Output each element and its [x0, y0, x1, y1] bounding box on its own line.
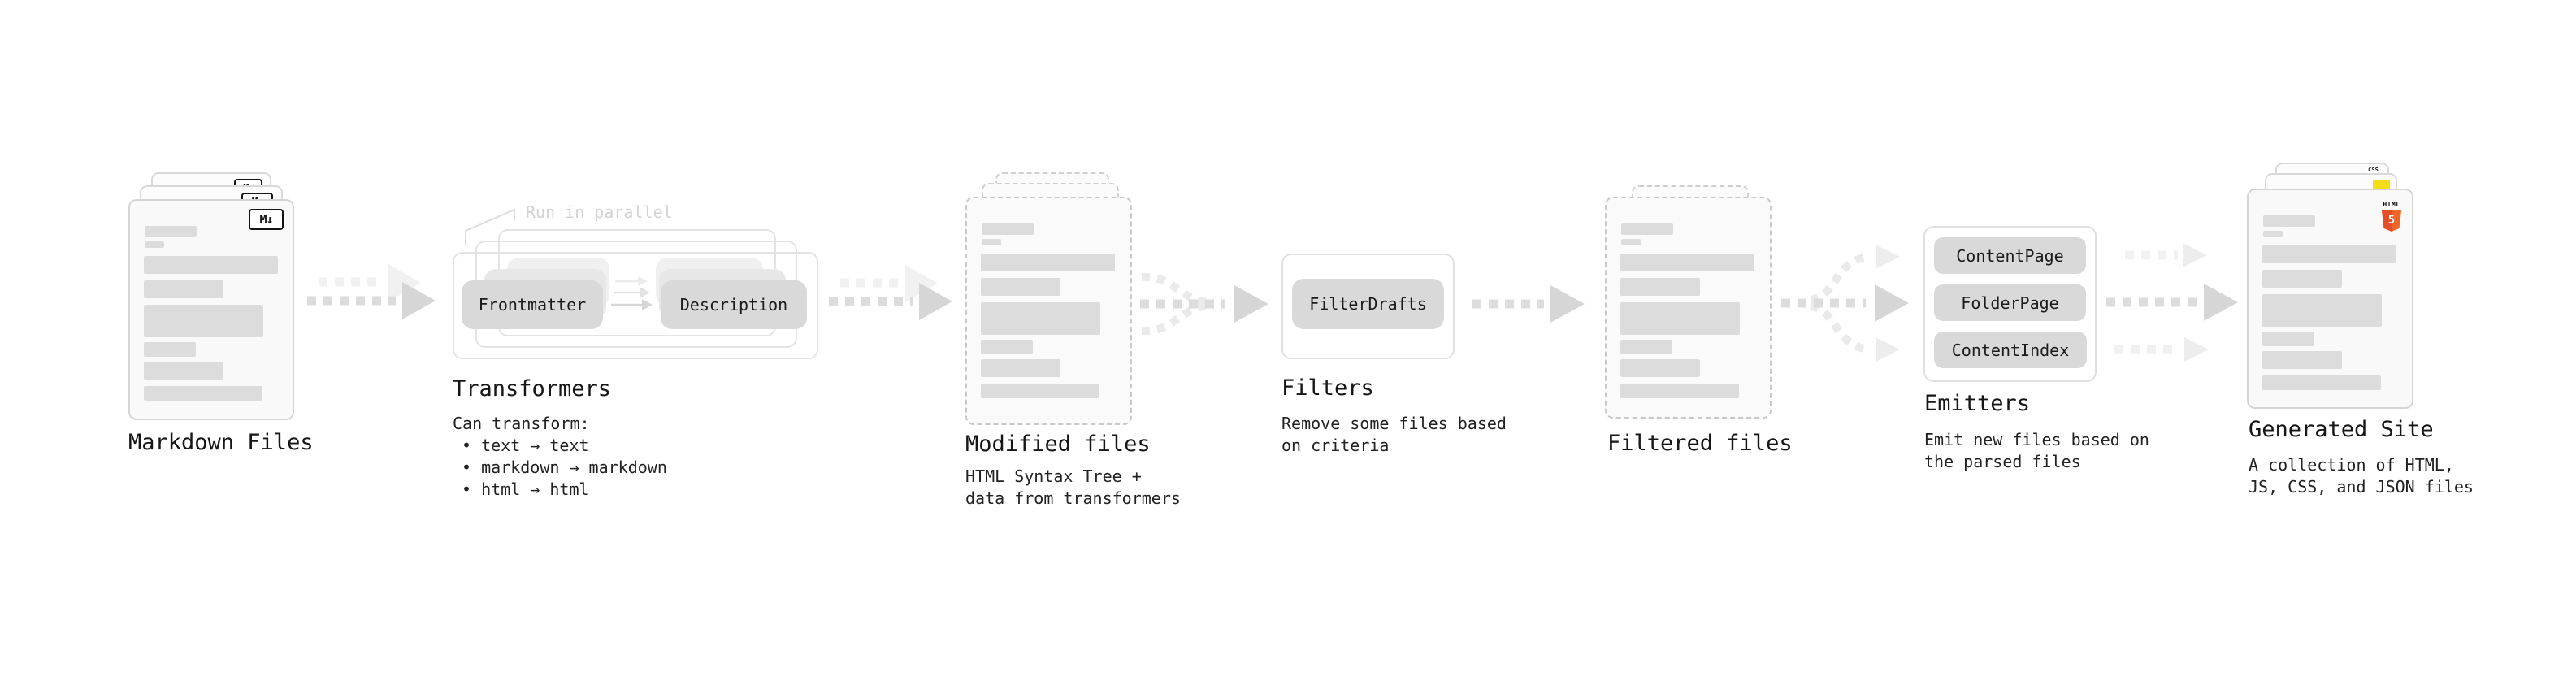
placeholder-line	[144, 362, 223, 380]
emitters-box	[1923, 226, 2097, 382]
placeholder-line	[1621, 239, 1641, 245]
desc-line: • markdown → markdown	[462, 458, 667, 477]
html5-label: HTML	[2383, 201, 2400, 208]
doc-placeholder-lines	[2249, 190, 2412, 407]
placeholder-line	[144, 386, 262, 401]
description-pill: Description	[661, 280, 807, 329]
placeholder-line	[144, 280, 223, 298]
placeholder-line	[2263, 231, 2283, 237]
folderpage-pill: FolderPage	[1934, 284, 2086, 321]
arrow-transformers-to-modified	[829, 265, 952, 320]
placeholder-line	[2262, 332, 2314, 346]
modified-doc-front	[965, 197, 1132, 425]
placeholder-line	[144, 256, 278, 274]
placeholder-line	[2262, 294, 2382, 327]
placeholder-line	[2263, 215, 2315, 227]
placeholder-line	[2262, 375, 2381, 390]
markdown-files-title: Markdown Files	[128, 430, 314, 455]
transformer-pill-arrows	[611, 276, 653, 310]
generated-doc-front: HTML 5	[2247, 189, 2413, 409]
filterdrafts-pill: FilterDrafts	[1292, 279, 1444, 329]
placeholder-line	[1620, 278, 1700, 296]
arrow-markdown-to-transformers	[307, 264, 436, 319]
placeholder-line	[2262, 351, 2342, 369]
transformers-description: Can transform: • text → text • markdown …	[453, 413, 667, 501]
filters-description: Remove some files based on criteria	[1281, 413, 1507, 457]
modified-files-description: HTML Syntax Tree + data from transformer…	[965, 466, 1181, 510]
arrow-filtered-to-emitters-diverge	[1781, 245, 1909, 362]
generated-site-description: A collection of HTML, JS, CSS, and JSON …	[2249, 454, 2474, 498]
desc-line: Remove some files based	[1281, 414, 1507, 433]
run-in-parallel-leader-line	[465, 208, 515, 246]
placeholder-line	[1620, 340, 1672, 354]
placeholder-line	[1620, 254, 1754, 271]
placeholder-line	[1620, 302, 1740, 335]
html5-number: 5	[2387, 213, 2396, 227]
placeholder-line	[2262, 270, 2342, 288]
arrow-emitters-to-generated	[2106, 243, 2238, 362]
placeholder-line	[981, 384, 1099, 398]
desc-line: data from transformers	[965, 488, 1181, 508]
desc-line: JS, CSS, and JSON files	[2249, 477, 2474, 497]
doc-placeholder-lines	[130, 201, 293, 419]
html5-icon: HTML 5	[2381, 194, 2402, 232]
placeholder-line	[982, 223, 1034, 235]
run-in-parallel-note: Run in parallel	[526, 202, 673, 222]
filters-title: Filters	[1281, 375, 1374, 401]
placeholder-line	[981, 278, 1060, 296]
modified-files-title: Modified files	[965, 432, 1151, 457]
placeholder-line	[981, 254, 1115, 271]
desc-line: Emit new files based on	[1924, 430, 2149, 449]
filters-box	[1281, 254, 1455, 359]
arrow-modified-to-filters-merge	[1140, 272, 1268, 336]
placeholder-line	[145, 241, 164, 248]
filtered-doc-front	[1605, 197, 1772, 419]
css-label: CSS	[2368, 167, 2379, 173]
filtered-files-title: Filtered files	[1607, 431, 1793, 456]
generated-site-title: Generated Site	[2249, 417, 2434, 442]
frontmatter-pill: Frontmatter	[462, 280, 603, 329]
placeholder-line	[982, 239, 1001, 245]
desc-line: Can transform:	[453, 414, 590, 433]
html5-shield: 5	[2382, 210, 2401, 232]
contentpage-pill: ContentPage	[1934, 237, 2086, 274]
placeholder-line	[2262, 245, 2396, 263]
placeholder-line	[1620, 384, 1739, 398]
placeholder-line	[144, 342, 196, 357]
placeholder-line	[1621, 223, 1673, 235]
markdown-icon: M↓	[249, 209, 284, 230]
placeholder-line	[144, 305, 263, 337]
desc-line: on criteria	[1281, 436, 1390, 455]
markdown-doc-front: M↓	[128, 199, 294, 420]
desc-line: HTML Syntax Tree +	[965, 466, 1142, 486]
transformer-box-front	[453, 252, 818, 359]
contentindex-pill: ContentIndex	[1934, 332, 2087, 368]
desc-line: • html → html	[462, 479, 589, 499]
emitters-description: Emit new files based on the parsed files	[1924, 429, 2149, 473]
placeholder-line	[981, 340, 1033, 354]
placeholder-line	[1620, 359, 1700, 377]
placeholder-line	[145, 226, 197, 237]
placeholder-line	[981, 302, 1100, 335]
doc-placeholder-lines	[967, 198, 1130, 423]
desc-line: A collection of HTML,	[2249, 455, 2454, 475]
arrow-filters-to-filtered	[1472, 285, 1585, 323]
placeholder-line	[981, 359, 1060, 377]
emitters-title: Emitters	[1924, 391, 2031, 416]
transformers-title: Transformers	[453, 376, 612, 401]
doc-placeholder-lines	[1607, 198, 1770, 417]
desc-line: • text → text	[462, 436, 589, 455]
desc-line: the parsed files	[1924, 452, 2081, 471]
